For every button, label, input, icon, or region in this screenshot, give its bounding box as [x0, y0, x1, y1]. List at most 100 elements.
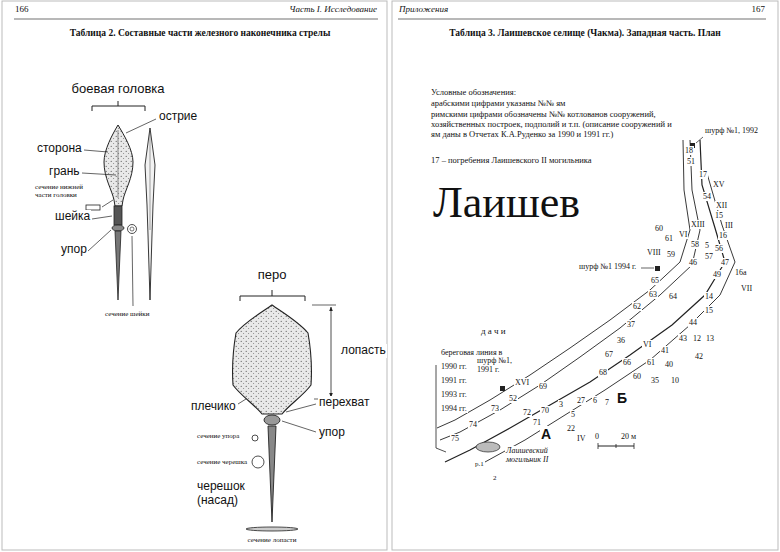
- text-label: 167: [751, 4, 767, 14]
- callout-number: 44: [688, 318, 698, 327]
- callout-number: 43: [678, 334, 688, 343]
- callout-number: 70: [540, 406, 550, 415]
- callout-number: 22: [566, 424, 576, 433]
- arrowhead-tang: [115, 231, 121, 300]
- text-label: боевая головка: [70, 82, 165, 97]
- callout-number: 46: [688, 258, 698, 267]
- text-label: лопасть: [340, 344, 387, 358]
- scale-ticks: [598, 443, 634, 449]
- text-label: 1990 гг.: [440, 362, 468, 371]
- text-label: Лаишевский могильник II: [505, 446, 579, 464]
- callout-number: VII: [740, 284, 753, 293]
- callout-number: 60: [654, 224, 664, 233]
- callout-number: 49: [712, 270, 722, 279]
- text-label: сечение лопасти: [247, 536, 298, 544]
- callout-number: VIII: [646, 248, 662, 257]
- leader-line: [282, 421, 316, 432]
- callout-number: III: [724, 221, 734, 230]
- callout-number: 5: [570, 410, 576, 419]
- text-label: 2: [492, 474, 498, 482]
- side-ridge: [150, 132, 151, 230]
- callout-number: 16а: [734, 268, 748, 277]
- callout-number: 61: [664, 234, 674, 243]
- callout-number: 64: [668, 292, 678, 301]
- leader-line: [82, 173, 116, 175]
- callout-number: 15: [714, 211, 724, 220]
- callout-number: XIII: [690, 220, 706, 229]
- callout-number: 47: [720, 258, 730, 267]
- callout-number: 63: [648, 290, 658, 299]
- section-circle: [252, 456, 264, 468]
- callout-number: 74: [468, 420, 478, 429]
- text-label: сечение упора: [196, 432, 240, 440]
- callout-number: 6: [592, 396, 598, 405]
- section-circle: [252, 435, 258, 441]
- text-label: острие: [158, 110, 198, 124]
- callout-number: 13: [705, 334, 715, 343]
- callout-number: 17: [698, 170, 708, 179]
- burial-ground: [476, 442, 500, 452]
- dimension-line: [331, 307, 332, 397]
- text-label: перо: [257, 268, 288, 283]
- callout-number: 7: [604, 398, 610, 407]
- text-label: Б: [616, 390, 628, 406]
- table-title: Таблица 2. Составные части железного нак…: [69, 28, 332, 39]
- callout-number: 69: [538, 382, 548, 391]
- callout-number: 10: [670, 376, 680, 385]
- arrowhead-stop: [264, 415, 280, 425]
- text-label: 1991 гг.: [440, 376, 468, 385]
- header-rule: [398, 19, 766, 20]
- arrowhead-blade: [233, 305, 312, 414]
- section-circle: [130, 227, 134, 231]
- leader-line: [132, 236, 133, 306]
- text-label: плечико: [190, 400, 237, 414]
- callout-number: 18: [684, 146, 694, 155]
- text-label: Лаишев: [432, 178, 581, 229]
- text-label: грань: [48, 165, 81, 179]
- section-ellipse: [246, 527, 298, 531]
- callout-number: 67: [604, 350, 614, 359]
- arrowhead-ridge: [118, 130, 119, 198]
- callout-number: 65: [650, 276, 660, 285]
- bracket: [92, 101, 145, 111]
- callout-number: XVI: [514, 378, 530, 387]
- text-label: сторона: [36, 142, 83, 156]
- callout-number: 16: [718, 231, 728, 240]
- test-pit: [655, 266, 660, 271]
- callout-number: 37: [626, 320, 636, 329]
- callout-number: 58: [690, 240, 700, 249]
- callout-number: 73: [490, 404, 500, 413]
- callout-number: 52: [508, 394, 518, 403]
- callout-number: 71: [532, 418, 542, 427]
- bracket: [240, 290, 305, 301]
- callout-number: XII: [715, 201, 728, 210]
- text-label: шурф №1, 1991 г.: [476, 356, 528, 374]
- section-circle: [128, 225, 137, 234]
- callout-number: 36: [616, 336, 626, 345]
- leader-line: [238, 399, 246, 404]
- text-label: упор: [318, 426, 346, 440]
- left-page: [2, 1, 387, 550]
- callout-number: 42: [694, 352, 704, 361]
- callout-number: 54: [702, 192, 712, 201]
- text-label: 0: [594, 432, 600, 441]
- text-label: 17 – погребения Лаишевского II могильник…: [430, 156, 593, 166]
- callout-number: 72: [522, 408, 532, 417]
- text-label: шурф №1, 1992: [704, 126, 759, 135]
- leader-line: [102, 200, 113, 207]
- callout-number: VI: [678, 230, 688, 239]
- text-label: шурф №1 1994 г.: [578, 262, 637, 271]
- callout-number: 62: [632, 302, 642, 311]
- callout-number: 35: [650, 376, 660, 385]
- callout-number: 14: [704, 292, 714, 301]
- leader-line: [696, 137, 703, 143]
- callout-number: 40: [664, 360, 674, 369]
- text-label: перехват: [318, 396, 370, 410]
- arrowhead-side-view: [145, 128, 155, 300]
- text-label: Условные обозначения:: [430, 88, 517, 98]
- text-label: черешок (насад): [196, 480, 266, 508]
- text-label: 1994 гг.: [440, 404, 468, 413]
- arrowhead-blade: [104, 125, 133, 206]
- callout-number: 3: [558, 400, 564, 409]
